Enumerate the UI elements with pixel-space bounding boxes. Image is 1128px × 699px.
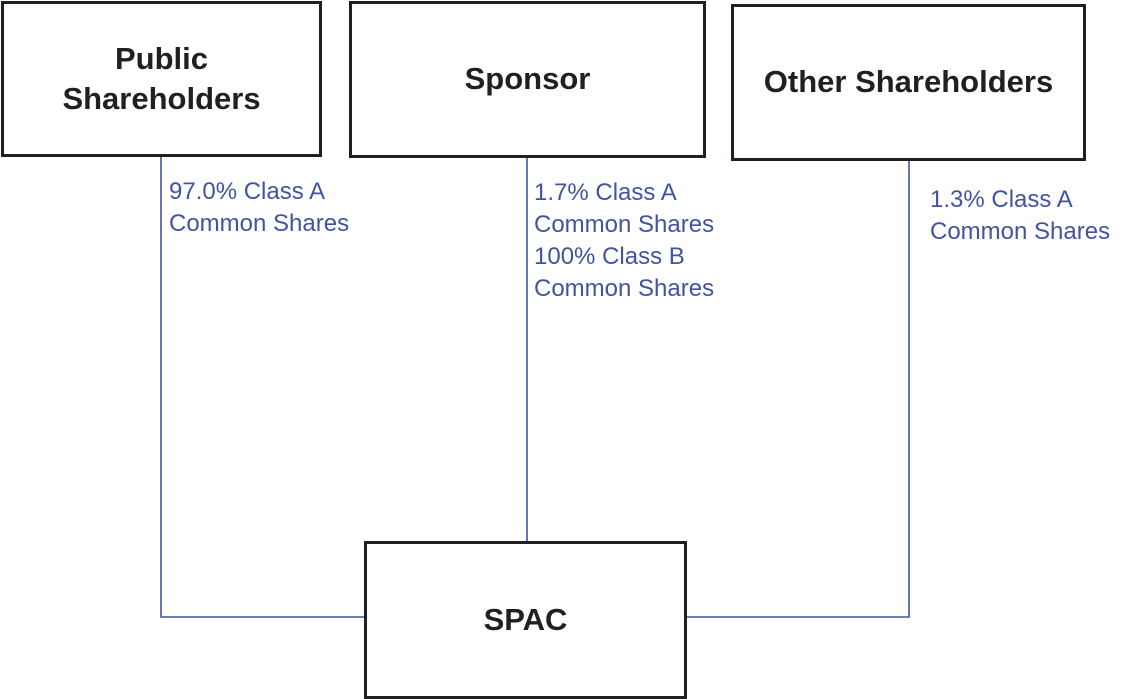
other-shareholders-label: Other Shareholders: [763, 64, 1054, 100]
public-ownership-label: 97.0% Class A Common Shares: [169, 176, 349, 240]
spac-box: SPAC: [364, 541, 687, 699]
other-ownership-line2: Common Shares: [930, 218, 1111, 245]
sponsor-ownership-line1: 1.7% Class A: [534, 179, 677, 206]
public-shareholders-label-line2: Shareholders: [62, 81, 261, 116]
spac-label: SPAC: [483, 601, 568, 637]
other-ownership-label: 1.3% Class A Common Shares: [930, 184, 1110, 248]
other-shareholders-box: Other Shareholders: [731, 4, 1086, 161]
public-ownership-line2: Common Shares: [169, 210, 350, 237]
other-ownership-line1: 1.3% Class A: [930, 186, 1073, 213]
sponsor-ownership-line4: Common Shares: [534, 275, 715, 302]
public-ownership-line1: 97.0% Class A: [169, 178, 326, 205]
public-shareholders-label-line1: Public: [114, 40, 208, 76]
public-shareholders-box: Public Shareholders: [1, 1, 322, 157]
sponsor-box: Sponsor: [349, 1, 706, 158]
sponsor-ownership-line2: Common Shares: [534, 211, 715, 238]
sponsor-ownership-line3: 100% Class B: [534, 243, 685, 270]
connector-public-to-spac: [160, 157, 364, 618]
public-shareholders-label: Public Shareholders: [62, 39, 260, 120]
sponsor-label: Sponsor: [464, 61, 591, 97]
sponsor-ownership-label: 1.7% Class A Common Shares 100% Class B …: [534, 177, 714, 305]
connector-other-to-spac: [686, 160, 910, 618]
